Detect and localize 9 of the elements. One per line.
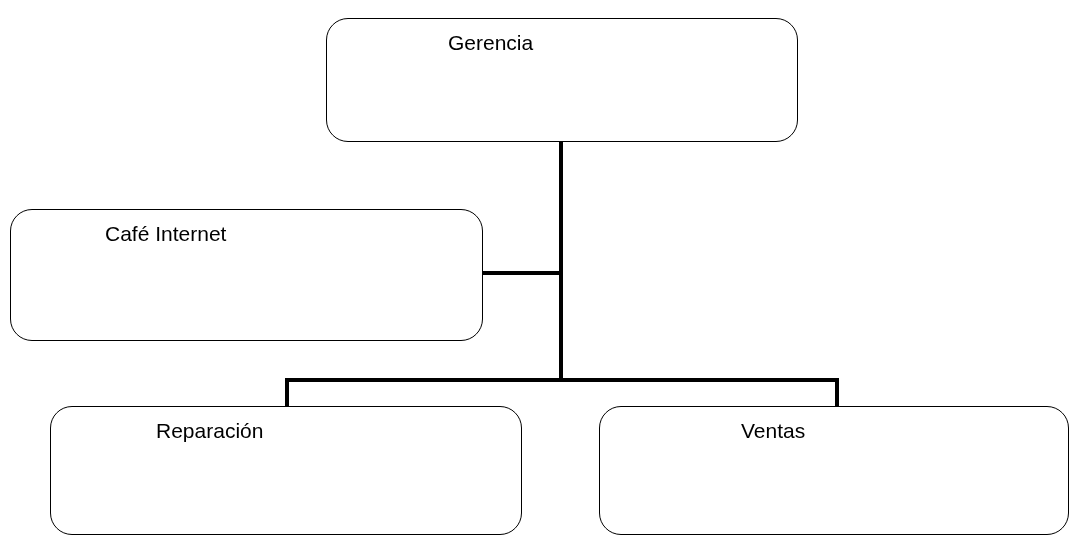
connector-line <box>559 142 839 406</box>
box-label: Reparación <box>156 419 264 443</box>
org-box <box>599 406 1069 535</box>
box-label: Ventas <box>741 419 806 443</box>
box-label: Gerencia <box>448 31 534 55</box>
org-box <box>326 18 798 142</box>
org-box <box>10 209 483 341</box>
box-label: Café Internet <box>105 222 227 246</box>
org-box <box>50 406 522 535</box>
